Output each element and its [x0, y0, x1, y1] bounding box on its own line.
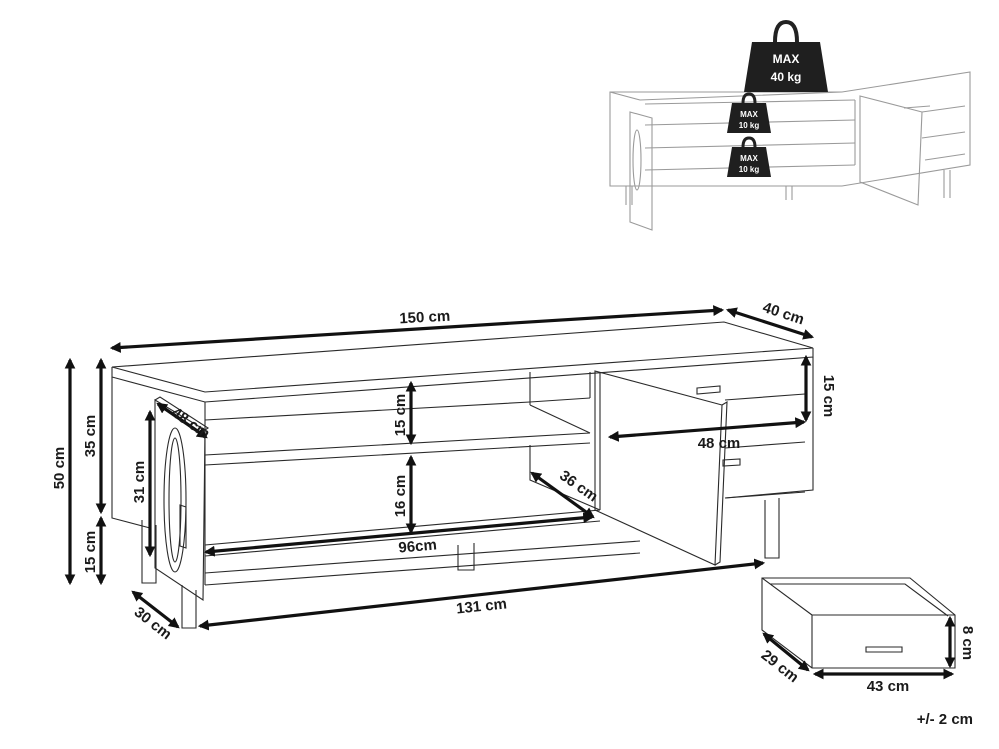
- drawer: [761, 577, 956, 680]
- dimension-arrows: [64, 305, 815, 631]
- weight-lower-value: 10 kg: [739, 165, 760, 174]
- label-drawer-compartment-width: 48 cm: [698, 435, 741, 452]
- label-lower-shelf-height: 16 cm: [392, 475, 409, 518]
- label-inner-width: 96cm: [398, 536, 438, 556]
- label-total-width: 150 cm: [399, 308, 451, 328]
- label-door-height: 31 cm: [131, 461, 148, 504]
- label-drawer-width: 43 cm: [867, 678, 910, 695]
- label-leg-depth: 30 cm: [131, 604, 175, 644]
- main-cabinet: [111, 321, 814, 629]
- label-body-height: 35 cm: [82, 415, 99, 458]
- label-tolerance: +/- 2 cm: [917, 711, 973, 728]
- thumbnail-cabinet: [609, 71, 971, 231]
- label-bottom-width: 131 cm: [455, 595, 507, 617]
- label-shelf-depth: 36 cm: [556, 467, 601, 505]
- label-drawer-height: 8 cm: [959, 626, 976, 660]
- weight-top-value: 40 kg: [771, 70, 802, 84]
- weight-top: MAX 40 kg: [744, 19, 828, 92]
- label-leg-height: 15 cm: [82, 531, 99, 574]
- weight-top-label: MAX: [773, 52, 800, 66]
- weight-lower-shelf: MAX 10 kg: [727, 136, 771, 177]
- weight-upper-label: MAX: [740, 110, 758, 119]
- label-drawer-compartment-height: 15 cm: [820, 375, 837, 418]
- weight-lower-label: MAX: [740, 154, 758, 163]
- weight-upper-value: 10 kg: [739, 121, 760, 130]
- label-upper-shelf-height: 15 cm: [392, 394, 409, 437]
- weight-upper-shelf: MAX 10 kg: [727, 92, 771, 133]
- label-drawer-depth: 29 cm: [758, 647, 802, 687]
- label-total-height: 50 cm: [51, 447, 68, 490]
- label-door-depth: 48 cm: [168, 404, 213, 442]
